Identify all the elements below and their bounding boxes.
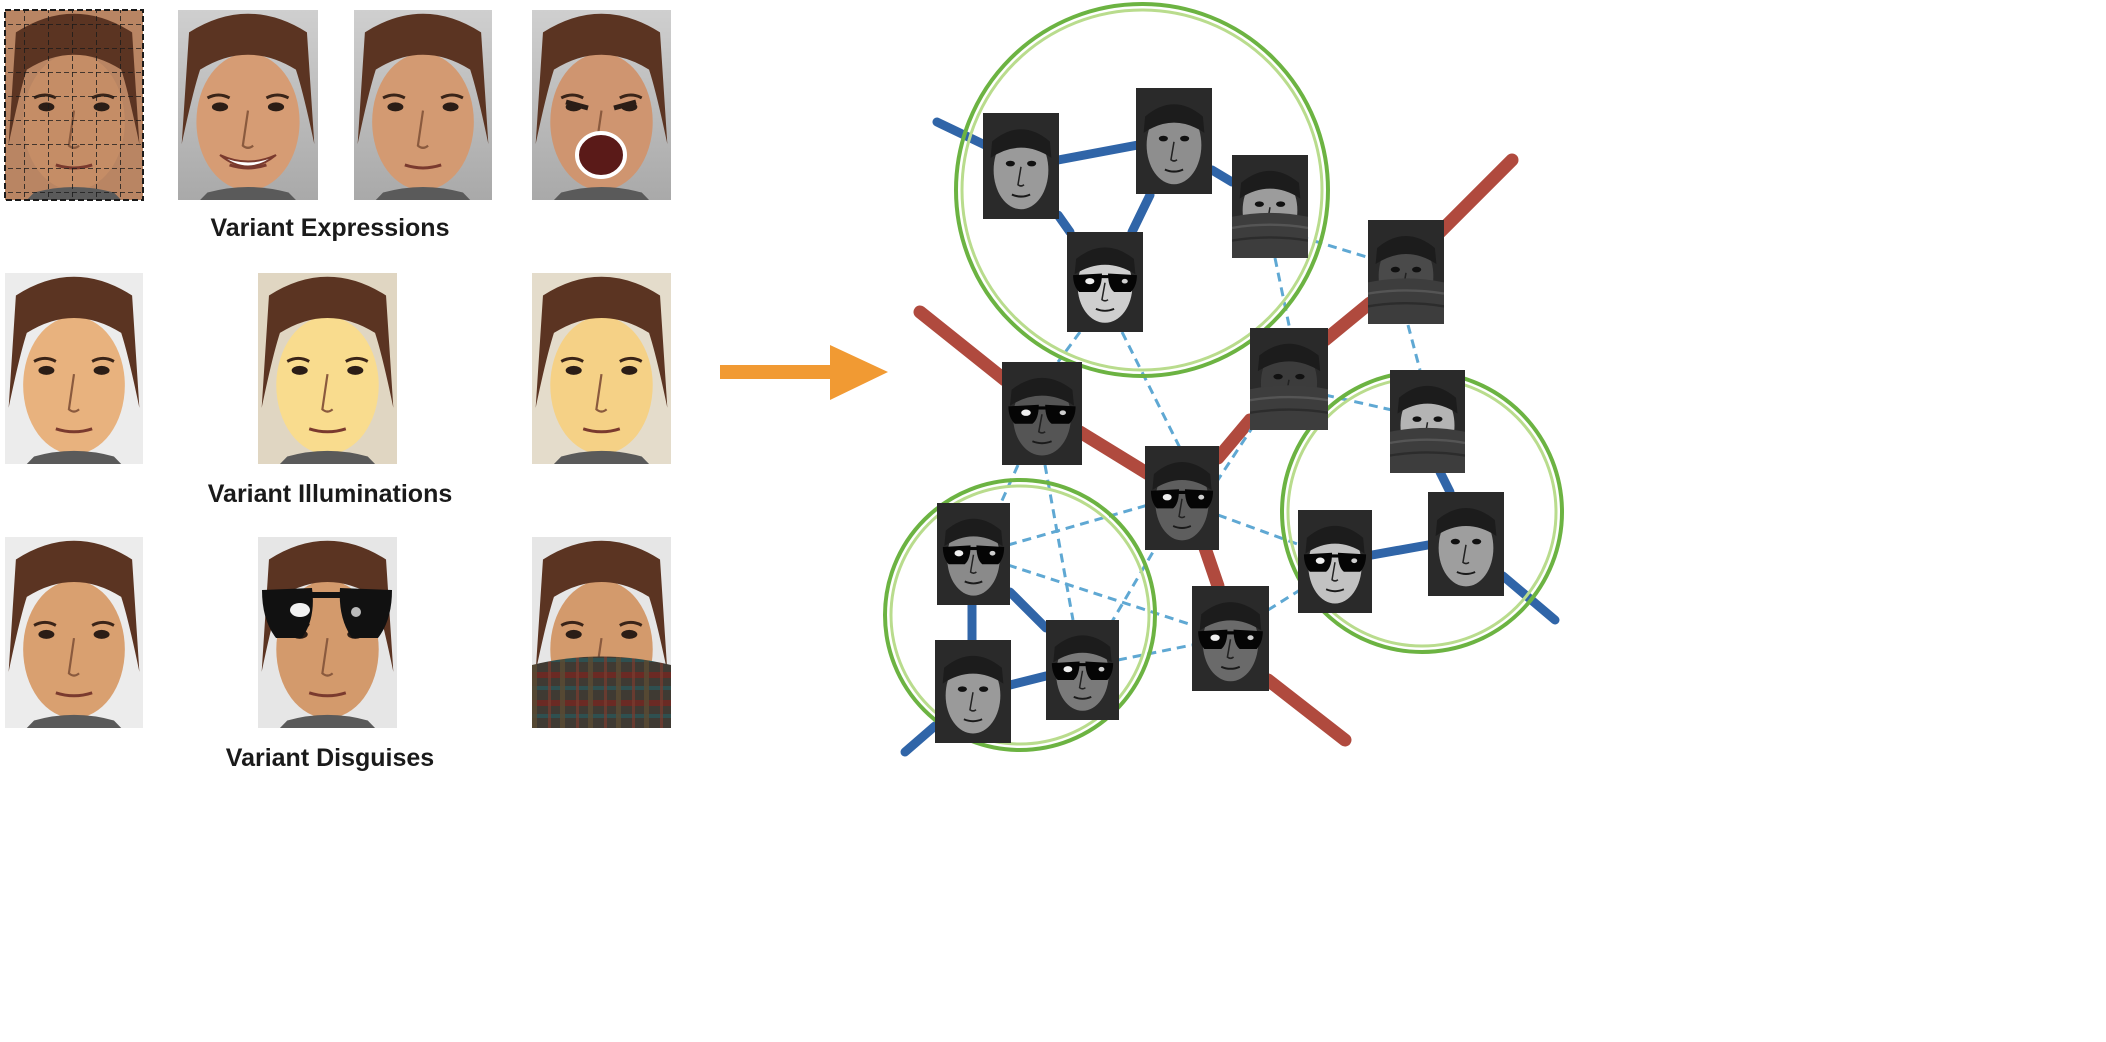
photo-bright-light-1: [258, 273, 397, 464]
face-node: [1136, 88, 1212, 194]
face-node: [1250, 328, 1328, 430]
photo-neutral: [354, 10, 492, 200]
caption-disguises: Variant Disguises: [226, 744, 434, 772]
face-node: [1390, 370, 1465, 473]
cluster-top-left: [954, 2, 1330, 378]
cluster-right: [1280, 370, 1564, 654]
face-node: [1067, 232, 1143, 332]
arrow-icon: [720, 345, 888, 400]
face-node: [1428, 492, 1504, 596]
caption-expressions: Variant Expressions: [210, 214, 449, 242]
face-node: [1002, 362, 1082, 465]
face-node: [1192, 586, 1269, 691]
inter-class-edges: [998, 230, 1422, 662]
photo-plain: [5, 537, 143, 728]
face-node: [1298, 510, 1372, 613]
photo-scarf: [532, 537, 671, 728]
photo-grid-overlay: [4, 9, 144, 201]
face-node: [1368, 220, 1444, 324]
photo-smiling: [178, 10, 318, 200]
graph-face-thumbnails: [935, 88, 1504, 743]
boundary-edges: [913, 153, 1519, 747]
photo-normal-light: [5, 273, 143, 464]
intra-class-edges: [900, 117, 1560, 757]
caption-illuminations: Variant Illuminations: [208, 480, 453, 508]
photo-sunglasses: [258, 537, 397, 728]
photo-screaming: [532, 10, 671, 200]
face-node: [1145, 446, 1219, 550]
face-node: [1046, 620, 1119, 720]
face-node: [1232, 155, 1308, 258]
photo-bright-light-2: [532, 273, 671, 464]
face-grid-panel: Variant Expressions Variant Illumination…: [4, 9, 888, 772]
